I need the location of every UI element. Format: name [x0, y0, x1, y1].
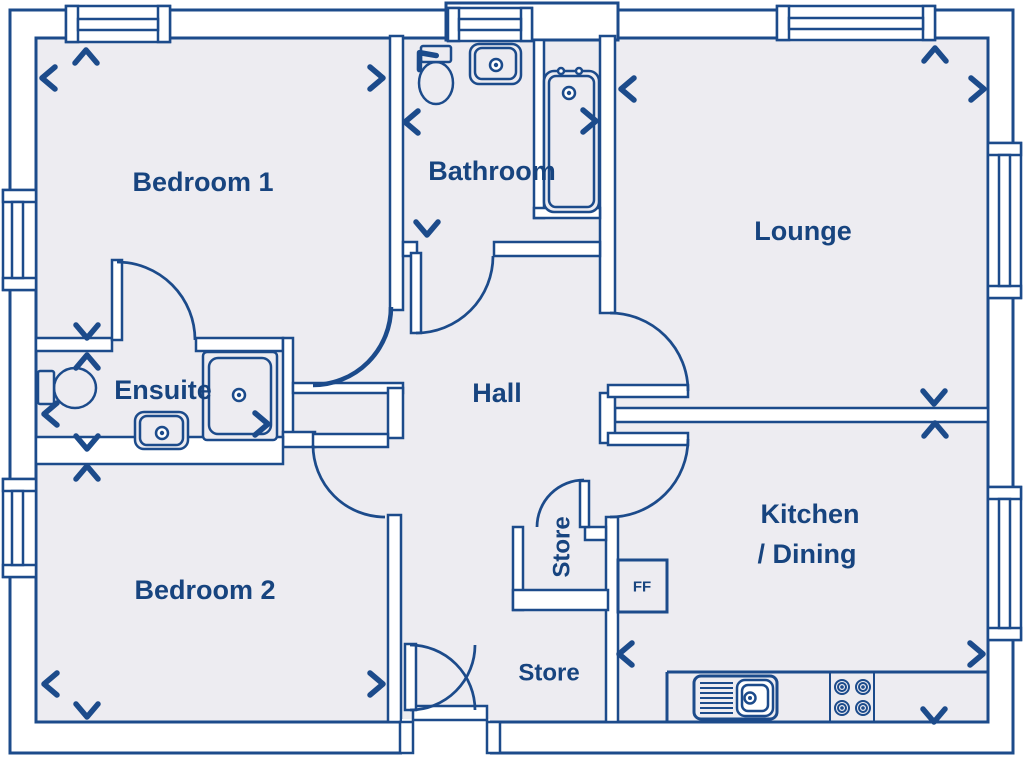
door-swing-arc [609, 311, 690, 392]
dimension-arrows-kitchen [616, 420, 986, 725]
room-label-kitchen-line1: Kitchen [760, 499, 859, 529]
room-labels: Bedroom 1 Bathroom Lounge Ensuite Hall B… [114, 156, 859, 687]
door-jamb [398, 720, 415, 755]
fridge-freezer-icon: FF [616, 558, 669, 614]
toilet-icon [36, 366, 98, 410]
door-jamb [485, 720, 502, 755]
door-swing-arc [311, 444, 386, 519]
room-label-bedroom1: Bedroom 1 [132, 167, 273, 197]
door-bathroom [409, 251, 495, 335]
wall-segment [598, 34, 617, 315]
window-top-lounge [775, 4, 937, 42]
room-label-ensuite: Ensuite [114, 375, 212, 405]
hall-curved-wall [312, 306, 394, 388]
door-leaf [409, 251, 423, 335]
room-label-store-entrance: Store [518, 660, 579, 687]
wall-segment [604, 515, 620, 724]
room-label-bedroom2: Bedroom 2 [134, 575, 275, 605]
wall-segment [291, 381, 405, 395]
door-lounge [606, 311, 690, 399]
basin-icon [133, 410, 190, 451]
room-label-kitchen-line2: / Dining [758, 539, 857, 569]
window-top-bathroom [446, 6, 534, 43]
door-leaf [578, 479, 591, 529]
wall-segment [281, 336, 295, 445]
bath-icon [542, 66, 601, 214]
basin-icon [468, 42, 523, 86]
room-label-lounge: Lounge [754, 216, 851, 246]
door-leaf [311, 432, 390, 449]
wall-segment [34, 336, 114, 353]
fridge-freezer-label: FF [633, 579, 651, 596]
wall-segment [492, 240, 602, 258]
front-door-threshold [411, 704, 489, 722]
room-label-store-small: Store [549, 516, 576, 577]
door-swing-arc [116, 260, 197, 341]
window-left-bedroom1 [1, 188, 38, 292]
door-store-small [535, 478, 591, 529]
door-swing-arc [415, 255, 495, 335]
door-bedroom2 [311, 432, 390, 519]
door-kitchen [606, 431, 690, 519]
dimension-arrows-bedroom2 [41, 463, 386, 720]
wall-segment [613, 406, 990, 424]
door-swing-arc [535, 478, 585, 528]
dimension-arrows-bedroom1 [39, 47, 386, 341]
door-leaf [403, 642, 418, 712]
wall-segment [388, 34, 405, 312]
wall-segment [194, 336, 285, 353]
wall-segment [386, 513, 403, 724]
door-jamb [583, 525, 608, 542]
wall-segment [511, 588, 610, 612]
door-leaf [606, 431, 690, 447]
window-top-bedroom1 [64, 4, 172, 44]
dimension-arrows-ensuite [41, 352, 271, 452]
front-door [398, 642, 502, 756]
door-jamb [386, 386, 405, 440]
door-swing-arc [409, 644, 477, 712]
door-swing-arc [409, 643, 477, 711]
window-right-lounge [986, 141, 1023, 300]
kitchen-counter [665, 670, 988, 722]
wall-segment [281, 430, 317, 449]
door-leaf [110, 258, 124, 342]
wall-segment [532, 38, 546, 220]
door-ensuite [110, 258, 197, 342]
hob-icon [829, 672, 875, 722]
sink-drainer-icon [692, 674, 779, 721]
dimension-arrows-lounge [618, 45, 987, 407]
door-swing-arc [609, 438, 690, 519]
room-label-hall: Hall [472, 378, 522, 408]
dimension-arrows-bathroom [402, 49, 599, 238]
wall-opening [402, 719, 490, 756]
window-right-kitchen [986, 485, 1023, 642]
door-leaf [606, 383, 690, 399]
room-label-bathroom: Bathroom [428, 156, 556, 186]
window-left-bedroom2 [1, 477, 38, 579]
